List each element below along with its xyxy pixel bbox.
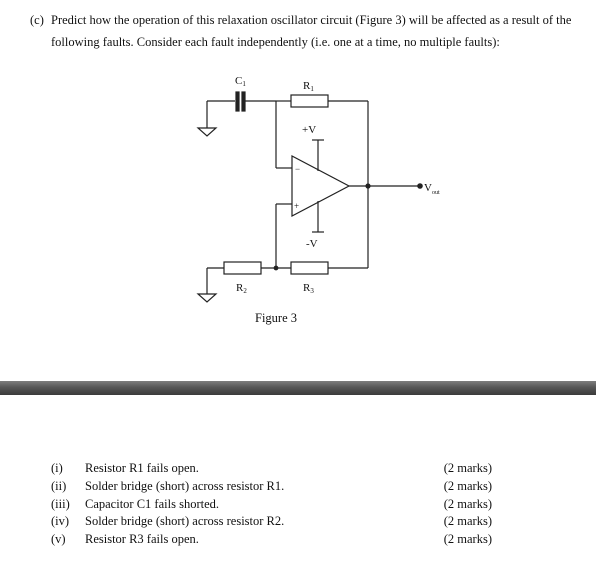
label-r2: R2 [236, 282, 247, 295]
list-item: (v) Resistor R3 fails open. (2 marks) [51, 531, 496, 549]
list-item: (i) Resistor R1 fails open. (2 marks) [51, 460, 496, 478]
fault-number: (v) [51, 532, 66, 547]
fault-marks: (2 marks) [443, 461, 492, 475]
fault-marks: (2 marks) [443, 514, 492, 529]
ground-symbol-r2 [196, 268, 218, 303]
fault-number: (ii) [51, 478, 67, 493]
vout-terminal [417, 183, 423, 189]
question-block: (c) Predict how the operation of this re… [30, 10, 580, 53]
fault-list: (i) Resistor R1 fails open. (2 marks) (i… [51, 460, 496, 549]
question-text: Predict how the operation of this relaxa… [51, 13, 572, 49]
label-r1: R1 [303, 80, 314, 93]
list-item: (iv) Solder bridge (short) across resist… [51, 513, 496, 531]
question-label: (c) [30, 13, 44, 27]
circuit-diagram: C1 R1 +V -V − + Vout R2 R3 [196, 75, 440, 303]
junction-output [365, 183, 371, 189]
resistor-r3 [290, 261, 329, 275]
label-inverting: − [295, 164, 300, 174]
label-vminus: -V [306, 238, 318, 250]
list-item: (iii) Capacitor C1 fails shorted. (2 mar… [51, 496, 496, 514]
fault-marks: (2 marks) [443, 532, 492, 547]
fault-text: Capacitor C1 fails shorted. [85, 496, 219, 511]
fault-number: (i) [51, 461, 63, 475]
page-divider-bar [0, 381, 596, 395]
question-paragraph: (c) Predict how the operation of this re… [30, 10, 580, 53]
fault-number: (iv) [51, 514, 70, 529]
list-item: (ii) Solder bridge (short) across resist… [51, 478, 496, 496]
label-vplus: +V [302, 124, 316, 136]
op-amp [291, 155, 351, 217]
label-c1: C1 [235, 75, 246, 88]
label-r3: R3 [303, 282, 314, 295]
capacitor-c1 [235, 91, 246, 112]
fault-text: Solder bridge (short) across resistor R2… [85, 514, 285, 529]
fault-marks: (2 marks) [443, 496, 492, 511]
ground-symbol-c1 [196, 101, 218, 137]
fault-marks: (2 marks) [443, 478, 492, 493]
fault-text: Resistor R3 fails open. [85, 532, 199, 547]
resistor-r2 [223, 261, 262, 275]
fault-text: Resistor R1 fails open. [85, 461, 199, 475]
fault-number: (iii) [51, 496, 70, 511]
resistor-r1 [290, 94, 329, 108]
figure-caption: Figure 3 [255, 311, 298, 325]
junction-r2-r3 [273, 265, 279, 271]
label-vout: Vout [424, 182, 440, 196]
label-noninverting: + [294, 201, 299, 211]
fault-text: Solder bridge (short) across resistor R1… [85, 478, 285, 493]
